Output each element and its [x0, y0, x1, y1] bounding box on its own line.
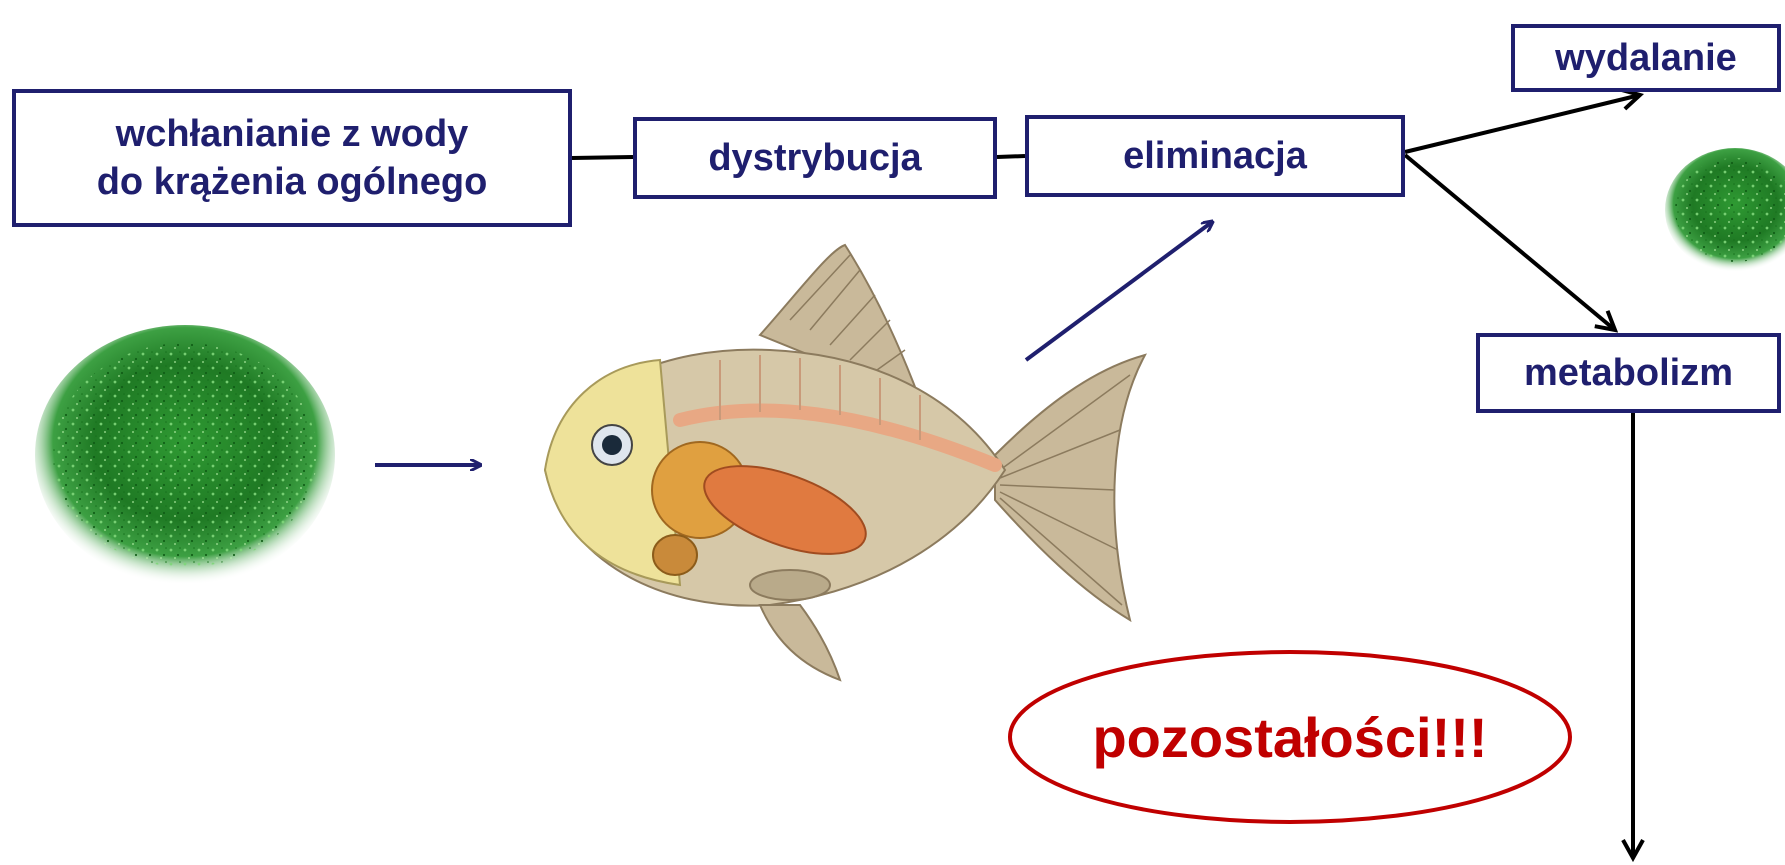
arrow-to-excretion: [1405, 95, 1640, 152]
distribution-label: dystrybucja: [708, 137, 921, 180]
metabolism-label: metabolizm: [1524, 352, 1733, 395]
fish-anatomy-image: [545, 245, 1145, 680]
excretion-box: wydalanie: [1511, 24, 1781, 92]
green-powder-image: [35, 325, 335, 585]
distribution-box: dystrybucja: [633, 117, 997, 199]
arrow-to-metabolism: [1405, 155, 1615, 330]
excretion-label: wydalanie: [1555, 37, 1737, 80]
absorption-line2: do krążenia ogólnego: [97, 158, 488, 206]
green-powder-small-image: [1665, 148, 1785, 272]
elimination-label: eliminacja: [1123, 135, 1307, 178]
metabolism-box: metabolizm: [1476, 333, 1781, 413]
absorption-line1: wchłanianie z wody: [116, 110, 469, 158]
residues-label: pozostałości!!!: [1010, 650, 1570, 825]
connector-distribution-elimination: [997, 156, 1025, 157]
elimination-box: eliminacja: [1025, 115, 1405, 197]
arrow-fish-to-elimination: [1026, 222, 1212, 360]
connector-absorption-distribution: [572, 157, 633, 158]
absorption-box: wchłanianie z wody do krążenia ogólnego: [12, 89, 572, 227]
